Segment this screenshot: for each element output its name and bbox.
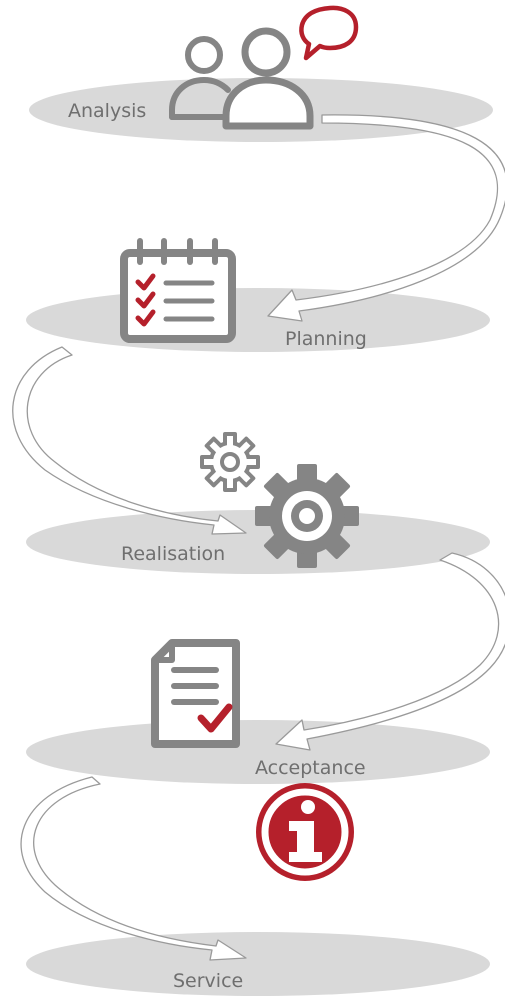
acceptance-platform	[26, 720, 490, 784]
gears-icon	[200, 432, 359, 568]
planning-platform	[26, 288, 490, 352]
arrow-analysis-to-planning	[267, 114, 505, 322]
step-label-analysis: Analysis	[68, 100, 146, 122]
step-label-realisation: Realisation	[121, 543, 225, 565]
arrow-acceptance-to-service	[20, 776, 247, 961]
people-speech-icon	[169, 5, 359, 130]
service-platform	[26, 932, 490, 996]
info-badge-icon	[256, 783, 354, 881]
arrow-planning-to-realisation	[12, 346, 247, 535]
step-label-acceptance: Acceptance	[255, 757, 366, 779]
checklist-notepad-icon	[120, 238, 236, 343]
realisation-platform	[26, 510, 490, 574]
step-label-service: Service	[173, 970, 243, 992]
approved-document-icon	[151, 639, 240, 748]
step-label-planning: Planning	[285, 328, 367, 350]
arrow-realisation-to-acceptance	[275, 552, 505, 751]
